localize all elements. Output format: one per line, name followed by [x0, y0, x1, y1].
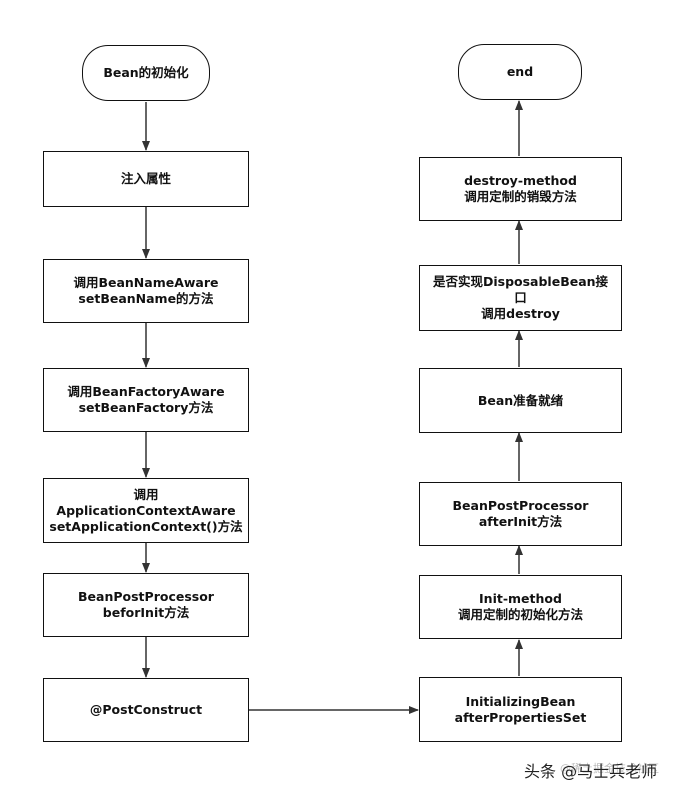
post-construct-node: @PostConstruct — [43, 678, 249, 742]
faded-watermark: @稀土掘金技术社区 — [560, 762, 659, 775]
bean-ready-node: Bean准备就绪 — [419, 368, 622, 433]
bean-name-aware-node: 调用BeanNameAware setBeanName的方法 — [43, 259, 249, 323]
watermark: 头条 @马士兵老师 — [524, 762, 658, 781]
app-context-aware-node: 调用 ApplicationContextAware setApplicatio… — [43, 478, 249, 543]
bean-factory-aware-node: 调用BeanFactoryAware setBeanFactory方法 — [43, 368, 249, 432]
destroy-method-node: destroy-method 调用定制的销毁方法 — [419, 157, 622, 221]
bean-init-node: Bean的初始化 — [82, 45, 210, 101]
end-node: end — [458, 44, 582, 100]
disposable-bean-node: 是否实现DisposableBean接 口 调用destroy — [419, 265, 622, 331]
inject-properties-node: 注入属性 — [43, 151, 249, 207]
bpp-after-init-node: BeanPostProcessor afterInit方法 — [419, 482, 622, 546]
initializing-bean-node: InitializingBean afterPropertiesSet — [419, 677, 622, 742]
init-method-node: Init-method 调用定制的初始化方法 — [419, 575, 622, 639]
bpp-before-init-node: BeanPostProcessor beforInit方法 — [43, 573, 249, 637]
